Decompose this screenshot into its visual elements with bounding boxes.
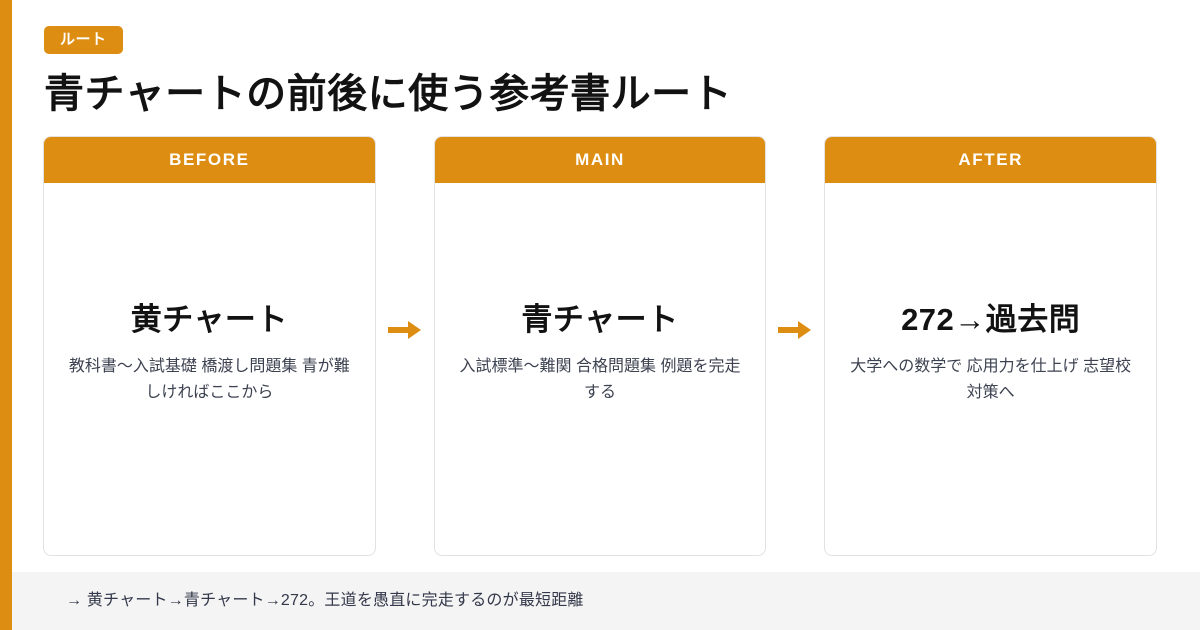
arrow-right-icon: [766, 136, 824, 556]
stage-card-title: 青チャート: [521, 301, 679, 337]
stage-card-header: AFTER: [825, 137, 1157, 183]
stage-card-body: 黄チャート 教科書〜入試基礎 橋渡し問題集 青が難しければここから: [44, 183, 375, 555]
stage-card-header: BEFORE: [44, 137, 375, 183]
stage-card-header: MAIN: [434, 137, 766, 183]
arrow-right-icon: [376, 136, 434, 556]
page-title: 青チャートの前後に使う参考書ルート: [44, 72, 733, 116]
stage-card-title: 272→過去問: [901, 301, 1081, 337]
left-accent-bar: [0, 0, 12, 630]
stage-card-description: 大学への数学で 応用力を仕上げ 志望校対策へ: [850, 357, 1132, 401]
footer-note: → 黄チャート→青チャート→272。王道を愚直に完走するのが最短距離: [66, 592, 584, 609]
stage-card-before: BEFORE 黄チャート 教科書〜入試基礎 橋渡し問題集 青が難しければここから: [43, 136, 376, 556]
header-section: ルート 青チャートの前後に使う参考書ルート: [0, 0, 1200, 117]
stage-cards-row: BEFORE 黄チャート 教科書〜入試基礎 橋渡し問題集 青が難しければここから…: [0, 136, 1200, 572]
stage-card-description: 教科書〜入試基礎 橋渡し問題集 青が難しければここから: [68, 357, 350, 401]
footer-section: → 黄チャート→青チャート→272。王道を愚直に完走するのが最短距離: [0, 572, 1200, 630]
stage-card-description: 入試標準〜難関 合格問題集 例題を完走する: [459, 357, 741, 401]
stage-card-body: 青チャート 入試標準〜難関 合格問題集 例題を完走する: [435, 183, 766, 555]
stage-card-title: 黄チャート: [130, 301, 288, 337]
category-badge: ルート: [44, 26, 123, 54]
stage-card-main: MAIN 青チャート 入試標準〜難関 合格問題集 例題を完走する: [433, 136, 767, 556]
stage-card-after: AFTER 272→過去問 大学への数学で 応用力を仕上げ 志望校対策へ: [824, 136, 1158, 556]
stage-card-body: 272→過去問 大学への数学で 応用力を仕上げ 志望校対策へ: [825, 183, 1156, 555]
